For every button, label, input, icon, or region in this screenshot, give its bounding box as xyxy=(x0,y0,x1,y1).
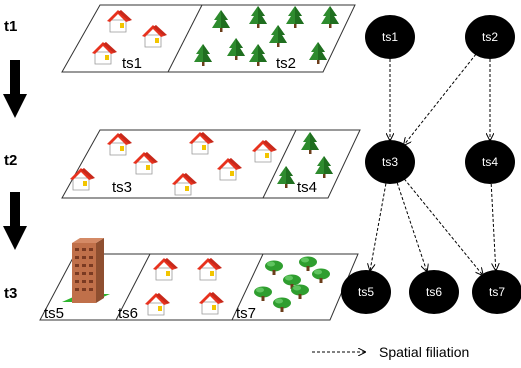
filiation-edges xyxy=(370,53,496,275)
node-circle-ts1 xyxy=(365,15,415,59)
time-arrow-1 xyxy=(3,60,27,118)
region-label-ts3: ts3 xyxy=(112,179,132,196)
node-circle-ts7 xyxy=(472,270,521,314)
node-label-ts3: ts3 xyxy=(382,155,398,169)
region-label-ts1: ts1 xyxy=(122,55,142,72)
node-ts2: ts2 xyxy=(465,15,515,59)
region-label-ts2: ts2 xyxy=(276,55,296,72)
node-label-ts5: ts5 xyxy=(358,285,374,299)
time-label-t1: t1 xyxy=(4,18,17,35)
time-label-t2: t2 xyxy=(4,152,17,169)
node-circle-ts5 xyxy=(341,270,391,314)
edge-ts3-ts5 xyxy=(370,183,387,271)
node-label-ts6: ts6 xyxy=(426,285,442,299)
node-ts6: ts6 xyxy=(409,270,459,314)
legend: Spatial filiation xyxy=(312,344,469,360)
node-ts7: ts7 xyxy=(472,270,521,314)
node-circle-ts4 xyxy=(465,140,515,184)
edge-ts3-ts7 xyxy=(403,178,482,275)
region-label-ts7: ts7 xyxy=(236,305,256,322)
time-arrow-2 xyxy=(3,192,27,250)
region-label-ts5: ts5 xyxy=(44,305,64,322)
edge-ts4-ts7 xyxy=(490,183,496,270)
node-ts5: ts5 xyxy=(341,270,391,314)
node-circle-ts6 xyxy=(409,270,459,314)
edge-ts2-ts3 xyxy=(404,53,477,145)
node-ts1: ts1 xyxy=(365,15,415,59)
filiation-nodes: ts1 ts2 ts3 ts4 ts5 ts6 ts7 xyxy=(341,15,521,314)
parcel-row-t1 xyxy=(61,4,356,73)
node-ts4: ts4 xyxy=(465,140,515,184)
node-ts3: ts3 xyxy=(365,140,415,184)
node-label-ts1: ts1 xyxy=(382,30,398,44)
time-label-t3: t3 xyxy=(4,285,17,302)
region-label-ts6: ts6 xyxy=(118,305,138,322)
legend-label: Spatial filiation xyxy=(379,344,469,360)
node-circle-ts2 xyxy=(465,15,515,59)
edge-ts3-ts6 xyxy=(396,182,427,271)
node-label-ts2: ts2 xyxy=(482,30,498,44)
node-circle-ts3 xyxy=(365,140,415,184)
node-label-ts7: ts7 xyxy=(489,285,505,299)
node-label-ts4: ts4 xyxy=(482,155,498,169)
region-label-ts4: ts4 xyxy=(297,179,317,196)
tall-building-icon xyxy=(62,238,110,303)
